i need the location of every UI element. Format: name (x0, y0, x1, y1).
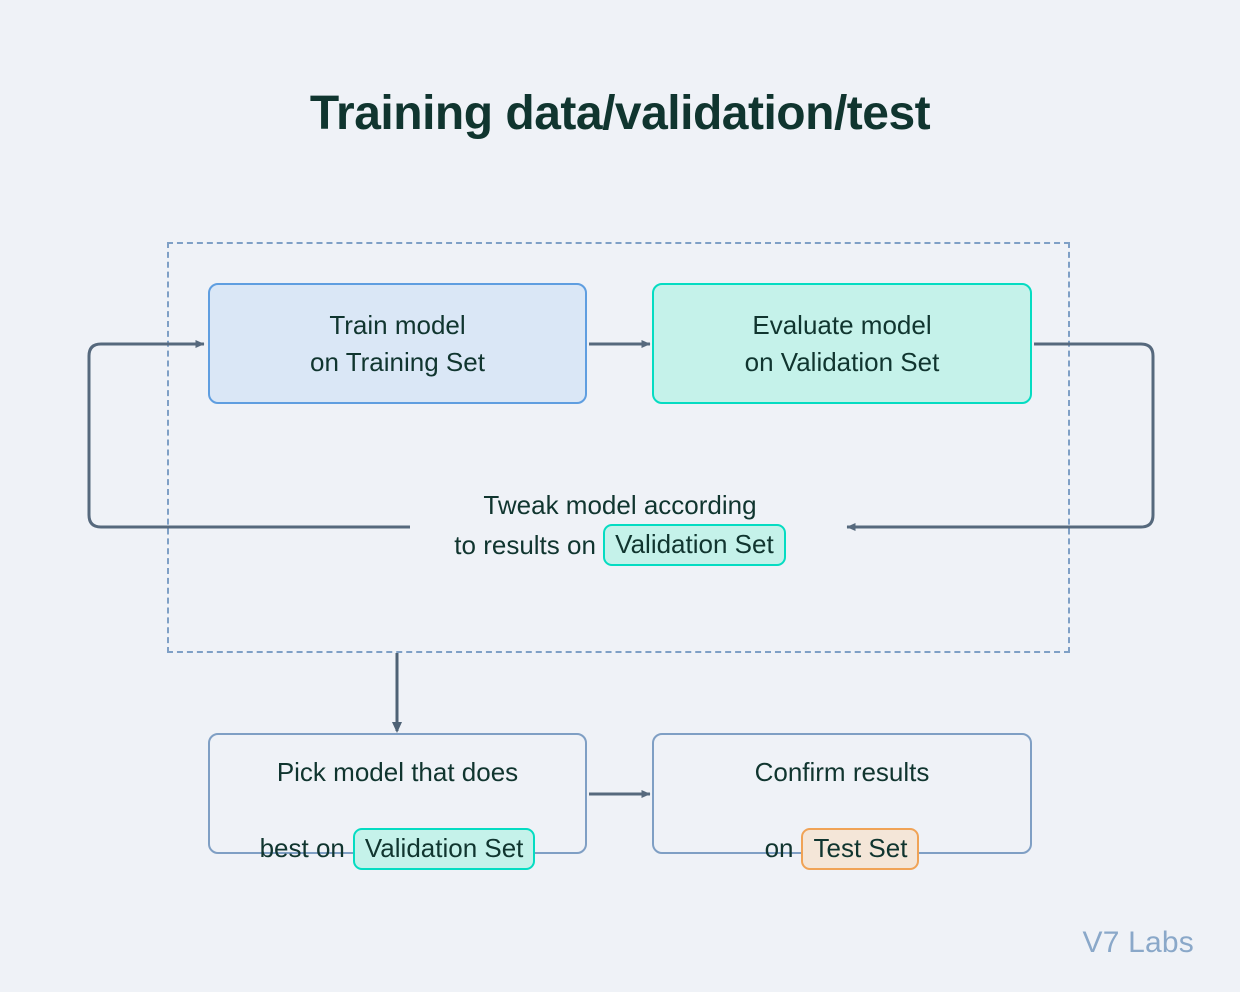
tweak-model-line-1: Tweak model according (483, 490, 757, 520)
pick-model-line-2-prefix: best on (259, 833, 345, 864)
page-title: Training data/validation/test (309, 87, 931, 140)
pick-model-line-2: best on Validation Set (259, 827, 536, 870)
v7-labs-watermark: V7 Labs (1082, 926, 1194, 959)
confirm-results-node[interactable]: Confirm results on Test Set (652, 733, 1032, 870)
train-model-node[interactable]: Train model on Training Set (208, 283, 587, 404)
evaluate-model-node[interactable]: Evaluate model on Validation Set (652, 283, 1032, 404)
train-model-node-label: Train model on Training Set (310, 309, 485, 377)
tweak-model-label: Tweak model according to results on Vali… (380, 487, 860, 567)
evaluate-model-node-label: Evaluate model on Validation Set (744, 309, 940, 377)
tweak-model-line-2: to results on Validation Set (380, 523, 860, 567)
validation-set-pill: Validation Set (603, 523, 786, 567)
pick-model-line-1: Pick model that does (276, 756, 519, 787)
tweak-model-line-2-prefix: to results on (454, 529, 596, 560)
confirm-results-node-label: Confirm results on Test Set (754, 717, 930, 870)
confirm-results-line-2: on Test Set (764, 827, 920, 870)
test-set-pill: Test Set (801, 827, 920, 870)
confirm-results-line-2-prefix: on (764, 833, 794, 864)
confirm-results-line-1: Confirm results (754, 756, 930, 787)
pick-model-node-label: Pick model that does best on Validation … (260, 717, 536, 870)
validation-set-pill: Validation Set (352, 827, 536, 870)
pick-model-node[interactable]: Pick model that does best on Validation … (208, 733, 587, 870)
